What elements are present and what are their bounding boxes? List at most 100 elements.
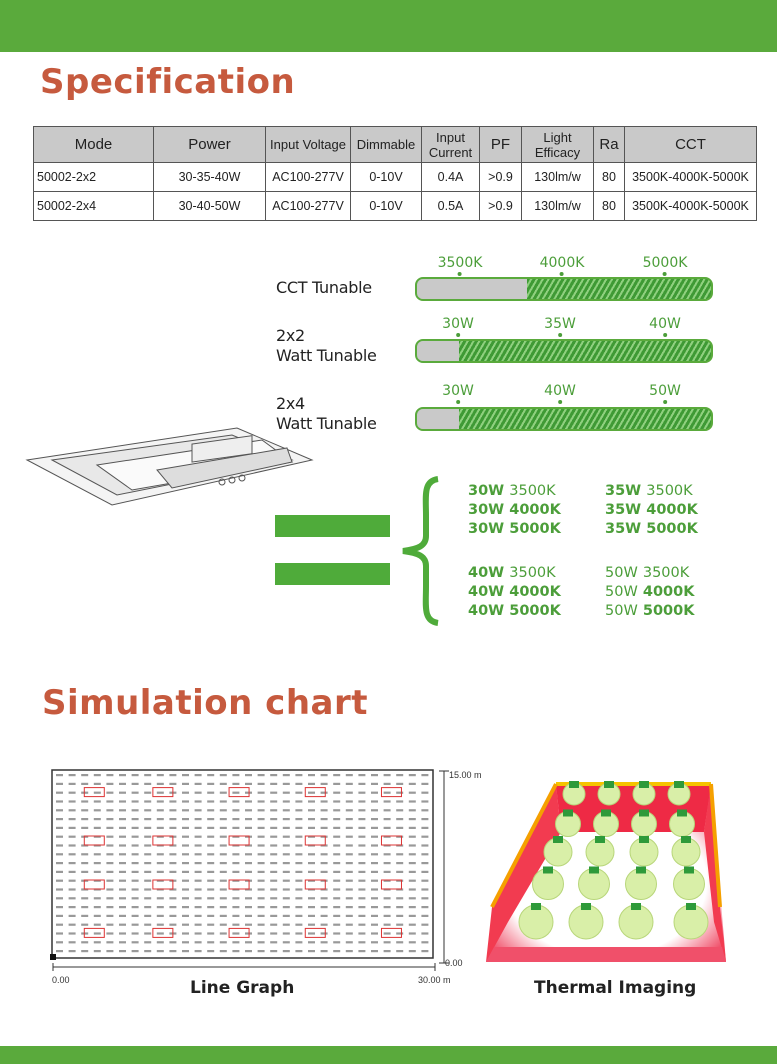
grid-cell <box>295 862 303 865</box>
grid-cell <box>131 914 139 917</box>
grid-cell <box>308 862 315 865</box>
grid-cell <box>68 800 76 803</box>
grid-cell <box>131 774 139 777</box>
grid-cell <box>421 941 429 944</box>
grid-cell <box>371 774 378 777</box>
grid-cell <box>257 870 265 873</box>
grid-cell <box>119 950 126 953</box>
lamp-fixture <box>639 781 649 788</box>
grid-cell <box>119 844 126 847</box>
grid-cell <box>56 870 63 873</box>
grid-cell <box>308 835 315 838</box>
grid-cell <box>383 818 391 821</box>
grid-cell <box>270 932 278 935</box>
grid-cell <box>396 862 404 865</box>
grid-cell <box>156 774 164 777</box>
tick: 30W <box>442 316 474 337</box>
grid-cell <box>169 923 177 926</box>
grid-cell <box>333 809 341 812</box>
grid-cell <box>194 774 202 777</box>
grid-cell <box>106 888 114 891</box>
cell: 30-35-40W <box>153 162 266 192</box>
grid-cell <box>119 932 126 935</box>
grid-cell <box>282 888 290 891</box>
lamp-fixture <box>639 836 649 843</box>
grid-cell <box>81 870 89 873</box>
grid-cell <box>68 818 76 821</box>
grid-cell <box>358 941 366 944</box>
fixture-marker <box>83 879 105 890</box>
grid-cell <box>270 879 278 882</box>
grid-cell <box>282 844 290 847</box>
grid-cell <box>81 923 89 926</box>
grid-cell <box>106 923 114 926</box>
grid-cell <box>396 932 404 935</box>
grid-cell <box>207 932 215 935</box>
grid-cell <box>345 923 353 926</box>
grid-cell <box>245 906 252 909</box>
th-dimmable: Dimmable <box>350 126 422 163</box>
grid-cell <box>333 879 341 882</box>
grid-cell <box>282 941 290 944</box>
grid-cell <box>371 950 378 953</box>
grid-cell <box>169 809 177 812</box>
grid-cell <box>156 923 164 926</box>
grid-cell <box>333 818 341 821</box>
grid-cell <box>56 879 63 882</box>
grid-cell <box>320 782 328 785</box>
fixture-marker <box>152 927 174 938</box>
grid-cell <box>144 835 152 838</box>
grid-cell <box>68 932 76 935</box>
grid-cell <box>333 782 341 785</box>
combo-list-1: 30W 3500K 30W 4000K 30W 5000K 40W 3500K … <box>468 483 561 619</box>
grid-cell <box>169 906 177 909</box>
grid-cell <box>295 809 303 812</box>
grid-cell <box>396 853 404 856</box>
grid-cell <box>156 879 164 882</box>
grid-cell <box>396 774 404 777</box>
grid-cell <box>81 774 89 777</box>
grid-cell <box>156 782 164 785</box>
grid-cell <box>232 932 240 935</box>
grid-cell <box>131 906 139 909</box>
grid-cell <box>106 914 114 917</box>
grid-cell <box>358 774 366 777</box>
grid-cell <box>358 923 366 926</box>
grid-cell <box>81 826 89 829</box>
grid-cell <box>408 809 416 812</box>
fixture-marker <box>380 879 402 890</box>
grid-cell <box>144 941 152 944</box>
grid-cell <box>333 950 341 953</box>
grid-cell <box>106 950 114 953</box>
th-mode: Mode <box>33 126 154 163</box>
grid-cell <box>408 932 416 935</box>
grid-cell <box>169 950 177 953</box>
grid-cell <box>156 932 164 935</box>
fixture-marker <box>152 879 174 890</box>
grid-cell <box>156 870 164 873</box>
grid-cell <box>207 897 215 900</box>
grid-frame <box>51 769 434 959</box>
grid-cell <box>156 914 164 917</box>
grid-cell <box>219 809 227 812</box>
grid-cell <box>408 862 416 865</box>
grid-cell <box>408 774 416 777</box>
grid-cell <box>320 774 328 777</box>
grid-cell <box>232 906 240 909</box>
cell: 0.5A <box>421 191 480 221</box>
grid-cell <box>68 844 76 847</box>
grid-cell <box>295 791 303 794</box>
grid-cell <box>156 853 164 856</box>
grid-cell <box>245 862 252 865</box>
grid-cell <box>144 791 152 794</box>
grid-cell <box>119 800 126 803</box>
grid-cell <box>119 914 126 917</box>
grid-cell <box>131 862 139 865</box>
grid-cell <box>396 782 404 785</box>
combo-list-2: 35W 3500K 35W 4000K 35W 5000K 50W 3500K … <box>605 483 698 619</box>
grid-cell <box>333 914 341 917</box>
grid-cell <box>257 923 265 926</box>
grid-cell <box>408 835 416 838</box>
grid-cell <box>383 923 391 926</box>
grid-cell <box>270 888 278 891</box>
